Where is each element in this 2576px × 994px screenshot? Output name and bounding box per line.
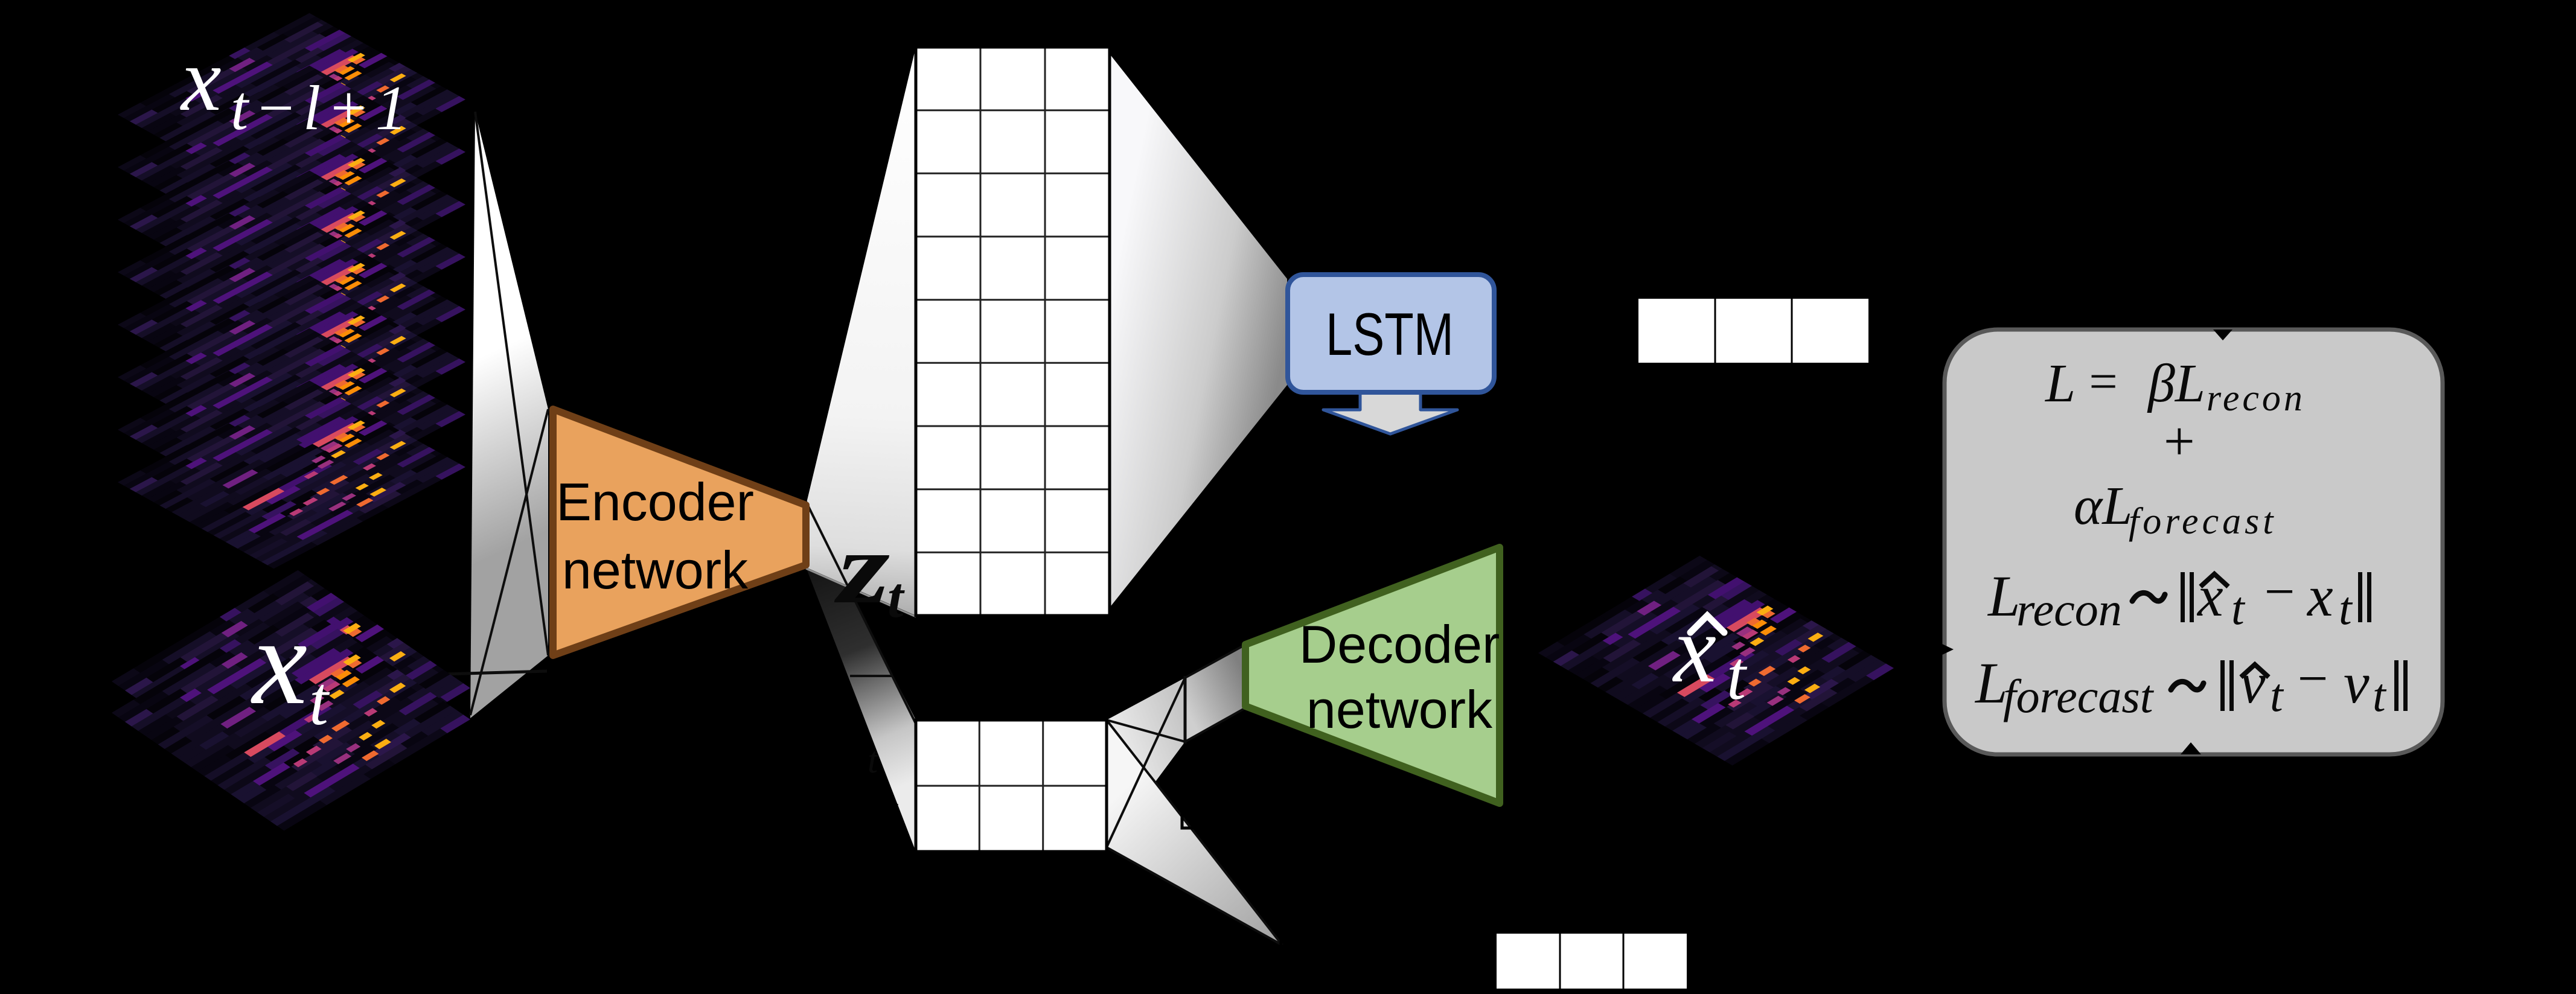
svg-text:L: L — [1987, 564, 2020, 628]
svg-text:−: − — [2261, 562, 2298, 622]
svg-text:t: t — [309, 663, 330, 739]
svg-text:v: v — [2344, 651, 2370, 715]
svg-text:t: t — [1727, 637, 1748, 714]
svg-text:βL: βL — [2147, 354, 2205, 413]
svg-text:forecast: forecast — [2129, 501, 2277, 542]
svg-text:t: t — [2373, 669, 2387, 721]
svg-text:network: network — [562, 540, 749, 600]
svg-text:x: x — [2306, 564, 2333, 628]
svg-text:x: x — [251, 593, 307, 730]
svg-text:x: x — [180, 30, 222, 130]
svg-text:+: + — [2160, 410, 2197, 472]
svg-text:z: z — [834, 511, 890, 625]
svg-text:Decoder: Decoder — [1299, 614, 1500, 674]
svg-text:network: network — [1306, 680, 1493, 739]
svg-text:t: t — [2339, 582, 2353, 634]
svg-text:x: x — [2196, 564, 2223, 628]
svg-text:L: L — [2044, 354, 2076, 413]
svg-text:t−l+1: t−l+1 — [231, 72, 414, 143]
svg-text:LSTM: LSTM — [1326, 301, 1454, 368]
svg-text:forecast: forecast — [2003, 670, 2155, 722]
svg-text:t: t — [2270, 669, 2284, 721]
svg-text:t: t — [868, 740, 879, 781]
svg-text:αL: αL — [2074, 476, 2132, 536]
svg-text:=: = — [2086, 354, 2120, 410]
svg-text:t: t — [887, 565, 905, 629]
svg-text:L: L — [1974, 651, 2007, 715]
svg-text:−: − — [2294, 649, 2331, 709]
svg-text:v: v — [2240, 651, 2266, 715]
svg-text:recon: recon — [2207, 378, 2306, 419]
svg-text:x: x — [1672, 595, 1716, 702]
svg-text:Encoder: Encoder — [556, 472, 754, 532]
svg-text:t: t — [2231, 582, 2246, 634]
svg-text:recon: recon — [2016, 583, 2122, 636]
